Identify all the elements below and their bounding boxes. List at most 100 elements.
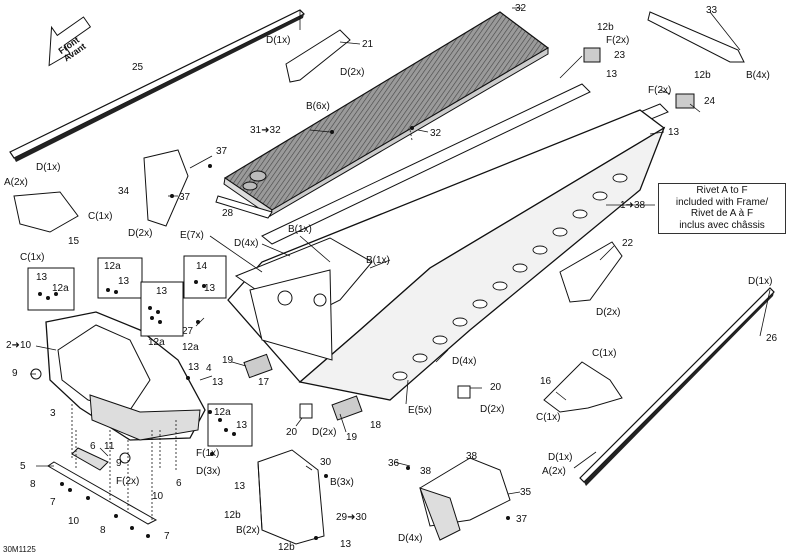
callout-label: 10 [152,491,164,502]
callout-label: A(2x) [4,177,28,188]
callout-label: 13 [188,362,200,373]
callout-label: 9 [116,458,122,469]
callout-label: B(1x) [288,224,312,235]
part-22 [559,241,623,303]
rail-26 [579,287,775,486]
front-arrow-shape [48,16,92,67]
part-18 [331,395,363,421]
callout-label: 31➜32 [250,125,281,136]
callout-label: 12a [148,337,165,348]
callout-label: C(1x) [88,211,113,222]
callout-label: C(1x) [592,348,617,359]
part-20-mid [299,403,313,419]
callout-label: 8 [100,525,106,536]
callout-label: 7 [50,497,56,508]
part-33 [647,11,745,63]
callout-label: 18 [370,420,382,431]
callout-label: 25 [132,62,144,73]
skid-plate [47,447,158,525]
bracket-28 [215,195,273,219]
note-line-1: Rivet A to F [696,185,748,196]
callout-label: 30 [320,457,332,468]
callout-label: 35 [520,487,532,498]
callout-label: 37 [179,192,191,203]
callout-label: D(3x) [196,466,221,477]
callout-label: 21 [362,39,374,50]
callout-label: 13 [204,283,216,294]
callout-label: 12b [694,70,711,81]
callout-label: 6 [176,478,182,489]
callout-label: D(2x) [480,404,505,415]
callout-label: 15 [68,236,80,247]
callout-label: D(2x) [128,228,153,239]
callout-label: 10 [68,516,80,527]
callout-label: D(2x) [596,307,621,318]
callout-label: 20 [490,382,502,393]
callout-label: F(2x) [648,85,672,96]
callout-label: D(1x) [548,452,573,463]
callout-label: 13 [156,286,168,297]
callout-label: D(4x) [452,356,477,367]
callout-label: B(3x) [330,477,354,488]
part-23 [583,47,601,63]
callout-label: D(1x) [266,35,291,46]
rail-25 [9,9,306,162]
callout-label: 19 [346,432,358,443]
part-24 [675,93,695,109]
callout-label: 13 [668,127,680,138]
reference-code: 30M1125 [3,545,36,554]
part-16 [543,361,623,413]
part-15 [13,191,79,233]
callout-label: D(1x) [36,162,61,173]
callout-label: 7 [164,531,170,542]
callout-label: 22 [622,238,634,249]
part-17 [243,353,273,379]
callout-label: 33 [706,5,718,16]
callout-label: 38 [420,466,432,477]
running-board-cover [223,11,550,218]
note-line-4: inclus avec châssis [679,219,765,231]
note-line-2: included with Frame/ [675,196,769,208]
leader-lines [30,7,771,495]
callout-label: E(5x) [408,405,432,416]
note-line-3: Rivet de A à F [690,208,754,220]
callout-label: 38 [466,451,478,462]
callout-label: F(2x) [116,476,140,487]
callout-label: 32 [515,3,527,14]
callout-label: C(1x) [20,252,45,263]
callout-label: B(4x) [746,70,770,81]
callout-label: D(2x) [340,67,365,78]
callout-label: D(4x) [398,533,423,544]
callout-label: 13 [234,481,246,492]
callout-label: 13 [118,276,130,287]
callout-label: D(4x) [234,238,259,249]
callout-label: 23 [614,50,626,61]
callout-label: 34 [118,186,130,197]
callout-label: 12a [182,342,199,353]
callout-label: 28 [222,208,234,219]
frame-tunnel [227,109,666,401]
callout-label: 12b [224,510,241,521]
callout-label: 17 [258,377,270,388]
callout-label: E(7x) [180,230,204,241]
callout-label: B(1x) [366,255,390,266]
callout-label: 13 [36,272,48,283]
callout-label: 3 [50,408,56,419]
part-29-30 [257,449,325,545]
callout-label: 9 [12,368,18,379]
part-34 [143,149,189,227]
part-21 [285,29,351,83]
callout-label: D(2x) [312,427,337,438]
callout-label: 13 [606,69,618,80]
callout-boxes [27,255,253,447]
callout-label: 24 [704,96,716,107]
callout-label: 14 [196,261,208,272]
callout-label: 19 [222,355,234,366]
callout-label: 5 [20,461,26,472]
rivet-note: Rivet A to F included with Frame/ Rivet … [658,183,786,234]
callout-label: 6 [90,441,96,452]
callout-label: A(2x) [542,466,566,477]
callout-label: F(1x) [196,448,220,459]
